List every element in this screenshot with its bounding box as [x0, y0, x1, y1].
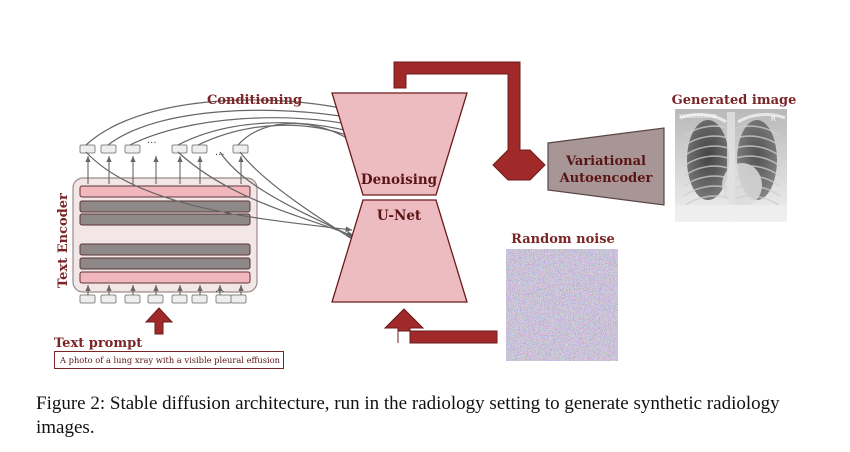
random-noise-image [506, 249, 618, 361]
output-token [191, 144, 208, 154]
rib [735, 175, 781, 187]
conditioning-label: Conditioning [207, 93, 302, 108]
input-token [191, 294, 208, 304]
rib [683, 135, 729, 147]
encoder-layer-gray [79, 257, 251, 270]
output-token [100, 144, 117, 154]
output-token [79, 144, 96, 154]
rib [735, 135, 781, 147]
input-token [147, 294, 164, 304]
denoising-funnel [331, 92, 468, 196]
rib [683, 165, 729, 177]
vae-label-line1: Variational [565, 154, 646, 169]
xray-side-marker: R [771, 115, 776, 123]
input-token [215, 294, 232, 304]
rib [683, 185, 729, 197]
text-prompt-box: A photo of a lung xray with a visible pl… [54, 351, 284, 369]
conditioning-curves [85, 99, 358, 243]
encoder-connectors [85, 156, 244, 295]
encoder-layer-gray [79, 213, 251, 226]
random-noise-label: Random noise [511, 232, 615, 247]
unet-label: U-Net [377, 208, 422, 224]
denoising-label: Denoising [361, 172, 438, 188]
rib [683, 125, 729, 137]
rib [735, 195, 781, 207]
text-prompt-label: Text prompt [54, 336, 142, 351]
rib [683, 195, 729, 207]
rib [735, 125, 781, 137]
encoder-layer-gray [79, 243, 251, 256]
rib [683, 175, 729, 187]
top-ellipsis-1: ... [147, 135, 157, 146]
rib [683, 155, 729, 167]
output-token [124, 144, 141, 154]
generated-image-label: Generated image [672, 93, 797, 108]
rib [735, 185, 781, 197]
unet-funnel [331, 199, 468, 303]
figure-caption: Figure 2: Stable diffusion architecture,… [36, 393, 780, 438]
encoder-layer-gray [79, 200, 251, 213]
input-token [100, 294, 117, 304]
vae-label-line2: Autoencoder [559, 171, 653, 186]
input-token [124, 294, 141, 304]
text-encoder-label: Text Encoder [56, 193, 71, 288]
arrow-noise-to-unet [383, 308, 498, 344]
svg-text:XXXXXXXXXXX: XXXXXXXXXXX [679, 114, 717, 120]
encoder-layers [79, 185, 251, 284]
input-token [171, 294, 188, 304]
input-token [79, 294, 96, 304]
rib [735, 155, 781, 167]
input-token [230, 294, 247, 304]
text-encoder-block [72, 177, 258, 293]
input-token-row [79, 294, 247, 304]
output-token [171, 144, 188, 154]
encoder-layer-pink [79, 185, 251, 198]
arrow-prompt-to-encoder [144, 307, 174, 335]
rib [683, 145, 729, 157]
arrow-unet-to-vae [393, 61, 546, 181]
vae-trapezoid [547, 127, 665, 206]
generated-xray-image: XXXXXXXXXXX R [675, 109, 787, 222]
rib [735, 145, 781, 157]
rib [735, 165, 781, 177]
encoder-layer-pink [79, 271, 251, 284]
